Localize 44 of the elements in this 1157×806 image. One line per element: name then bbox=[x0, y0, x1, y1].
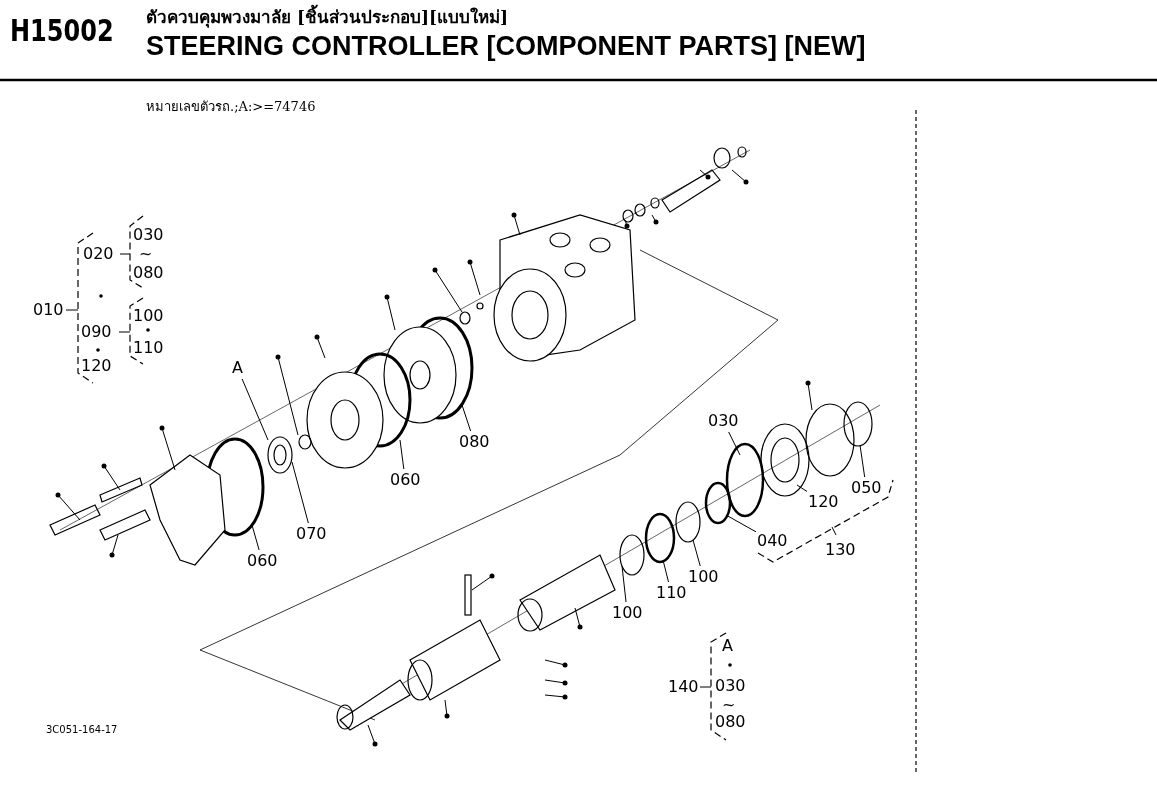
leader-line bbox=[621, 565, 627, 603]
group-number: 110 bbox=[133, 338, 164, 358]
group-number: 030 bbox=[715, 676, 746, 696]
callout-number: 100 bbox=[612, 603, 643, 623]
leader-line bbox=[251, 524, 260, 551]
group-number: 030 bbox=[133, 225, 164, 245]
group-number: 100 bbox=[133, 306, 164, 326]
drawing-number: 3C051-164-17 bbox=[46, 723, 118, 737]
callout-number: 050 bbox=[851, 478, 882, 498]
serial-note: หมายเลขตัวรถ.;A:>=74746 bbox=[146, 98, 316, 116]
callout-number: 100 bbox=[688, 567, 719, 587]
part-code: H15002 bbox=[10, 12, 114, 50]
range-sign: ~ bbox=[722, 695, 736, 715]
subtitle: ตัวควบคุมพวงมาลัย [ชิ้นส่วนประกอบ][แบบใหม่] bbox=[146, 6, 509, 28]
leader-line bbox=[291, 461, 309, 524]
leader-line bbox=[461, 404, 472, 432]
callout-number: 030 bbox=[708, 411, 739, 431]
group-number: A bbox=[722, 636, 733, 656]
callout-number: A bbox=[232, 358, 243, 378]
group-number: 120 bbox=[81, 356, 112, 376]
leader-line bbox=[728, 431, 741, 456]
leader-line bbox=[796, 484, 808, 492]
callout-number: 060 bbox=[390, 470, 421, 490]
group-number: 010 bbox=[33, 300, 64, 320]
callout-number: 110 bbox=[656, 583, 687, 603]
leader-line bbox=[662, 559, 669, 583]
group-number: 080 bbox=[715, 712, 746, 732]
leader-line bbox=[241, 378, 269, 441]
leader-line bbox=[725, 514, 757, 533]
callout-number: 080 bbox=[459, 432, 490, 452]
callout-number: 120 bbox=[808, 492, 839, 512]
leader-line bbox=[692, 539, 701, 567]
group-number: 020 bbox=[83, 244, 114, 264]
callout-number: 060 bbox=[247, 551, 278, 571]
range-sign: ~ bbox=[139, 244, 153, 264]
callout-number: 070 bbox=[296, 524, 327, 544]
callout-number: 040 bbox=[757, 531, 788, 551]
group-number: 090 bbox=[81, 322, 112, 342]
group-number: 130 bbox=[825, 540, 856, 560]
title: STEERING CONTROLLER [COMPONENT PARTS] [NEW] bbox=[146, 30, 866, 62]
leader-line bbox=[399, 439, 405, 470]
group-number: 140 bbox=[668, 677, 699, 697]
leader-line bbox=[859, 444, 866, 478]
group-number: 080 bbox=[133, 263, 164, 283]
